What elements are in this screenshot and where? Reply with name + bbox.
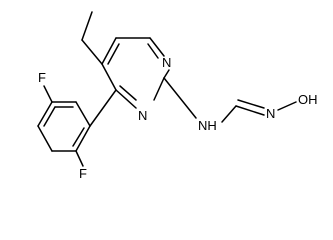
bond-n-o: [277, 101, 297, 111]
bond-phenyl-pyrimidine: [89, 89, 117, 127]
bond-ethyl: [81, 11, 93, 41]
structure-diagram: F F N N NH N OH: [37, 11, 318, 181]
ring-nitrogen-top-label: N: [162, 55, 171, 70]
difluorophenyl-ring: [37, 101, 91, 152]
bond-c-f-bottom: [75, 150, 84, 167]
double-bond-ch-n-inner: [237, 99, 265, 109]
pyrimidine-ring: [101, 37, 170, 109]
double-bond-inner: [147, 43, 159, 59]
bond: [163, 69, 170, 79]
bond: [149, 37, 165, 57]
bond-ring-nh: [163, 77, 197, 119]
bond-ring-ethyl: [81, 39, 103, 65]
nh-label: NH: [198, 118, 217, 133]
fluorine-bottom-label: F: [79, 166, 87, 181]
bond: [153, 77, 165, 101]
molecule-svg: F F N N NH N OH: [37, 11, 318, 181]
bond: [101, 63, 117, 91]
bond-nh-ch: [221, 105, 237, 123]
bond: [37, 125, 53, 152]
bond-c-f-top: [43, 85, 53, 103]
bond: [37, 101, 53, 127]
oxime-nitrogen-label: N: [266, 106, 275, 121]
hydroxyl-label: OH: [298, 92, 318, 107]
bond: [115, 89, 137, 109]
bond: [101, 37, 117, 65]
bond: [75, 101, 91, 127]
double-bond-inner: [43, 106, 56, 127]
bond: [75, 125, 91, 152]
double-bond-inner: [107, 43, 120, 65]
double-bond-ch-n: [235, 105, 265, 116]
double-bond-inner: [72, 127, 85, 147]
ring-nitrogen-bottom-label: N: [138, 108, 147, 123]
double-bond-inner: [119, 85, 137, 101]
fluorine-top-label: F: [38, 70, 46, 85]
